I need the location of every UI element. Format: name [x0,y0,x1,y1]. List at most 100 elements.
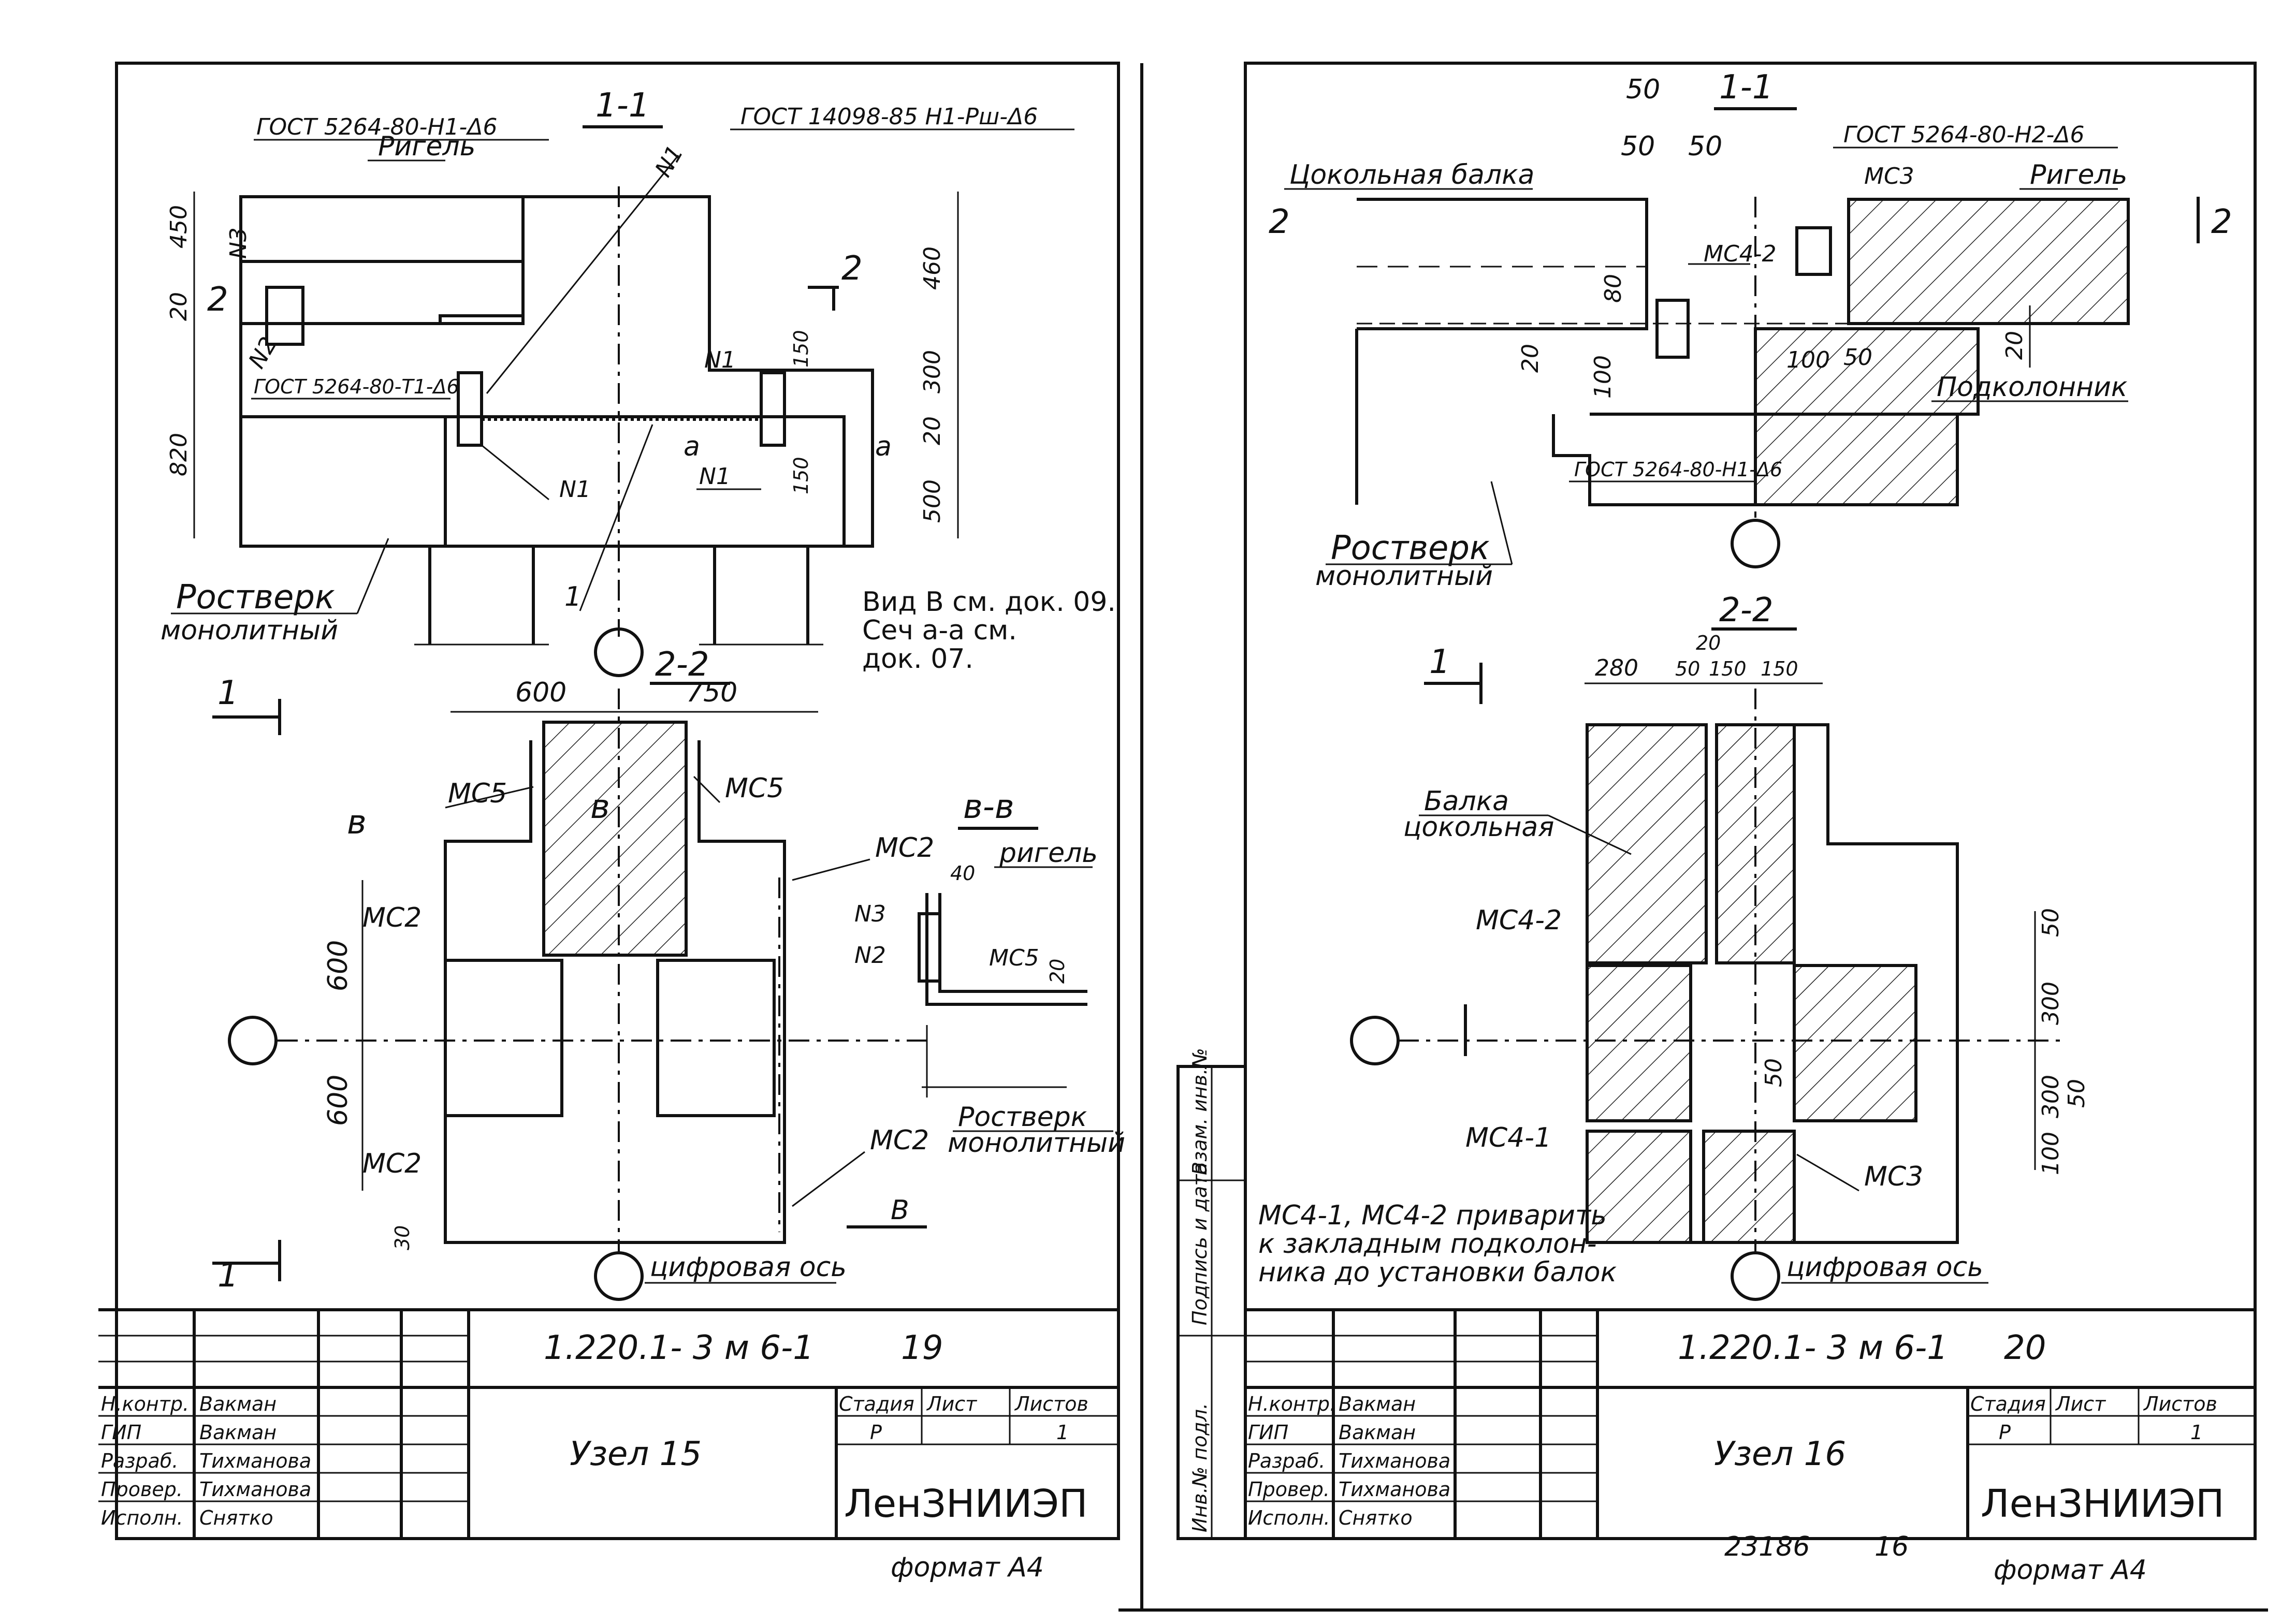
rostverk-label-vv: Ростверк [958,1102,1087,1133]
role-razrab-left: Разраб. [101,1450,178,1472]
node-title-15: Узел 15 [570,1435,702,1473]
dim-20-r-right: 20 [2001,331,2028,360]
dimensions-section-left: 450 20 820 460 300 20 500 150 150 [166,192,959,538]
note-r-line-1: МС4-1, МС4-2 приварить [1258,1200,1607,1231]
inventory-number: 23186 [1724,1531,1810,1562]
note-line-3: док. 07. [862,643,973,675]
name-3-left: Тихманова [199,1450,311,1472]
ms2-label-right-top: МС2 [875,832,934,864]
dim-500: 500 [919,479,946,523]
section-1-mark-r-top: 1 [1429,643,1450,681]
dim-50-plan: 50 [1675,657,1700,680]
dim-20-r: 20 [1517,344,1544,373]
dim-460: 460 [919,246,946,290]
axis-marker-left [228,1016,278,1065]
dim-150-top: 150 [790,330,812,368]
ms3-label-top: МС3 [1864,163,1914,189]
dim-150-plan-a: 150 [1709,657,1747,680]
dim-50-mid: 50 [1843,344,1872,371]
dimensions-section-right: 80 20 100 100 50 20 [1517,274,2031,399]
axis-marker-bottom [594,1251,644,1301]
ms2-label-top: МС2 [362,902,422,933]
dim-100-right: 100 [2038,1132,2064,1175]
node-title-16: Узел 16 [1714,1435,1846,1473]
name-2-left: Вакман [199,1421,277,1444]
dim-50-right-top: 50 [2038,908,2064,937]
ms2-label-bottom: МС2 [362,1148,422,1179]
rostverk-block [239,415,846,548]
sheets-value-right: 1 [2190,1421,2203,1444]
ms4-1-label-plan: МС4-1 [1465,1122,1551,1153]
dim-100-mid: 100 [1786,347,1830,373]
role-prover-right: Провер. [1248,1478,1330,1501]
col-sheet-right: Лист [2055,1393,2106,1415]
section-2-mark-r-left: 2 [1269,203,1290,241]
gost-label-mid-left: ГОСТ 5264-80-Т1-Δ6 [254,375,459,398]
name-3-right: Тихманова [1339,1450,1450,1472]
dim-20-vv: 20 [1046,959,1069,984]
dim-50-top: 50 [1626,74,1660,105]
section-v-v: в-в ригель 40 N3 N2 МС5 20 Ростверк моно… [854,788,1125,1159]
side-stamp-signature: Подпись и дата [1188,1162,1211,1325]
rostverk-label-right: Ростверк [1331,529,1490,567]
pile-cap-right [656,959,776,1117]
balka-hatched-right [1715,723,1796,964]
sheet-number-20: 20 [2004,1329,2046,1367]
section-2-2-label-right: 2-2 [1719,591,1774,630]
format-label-right: формат А4 [1994,1555,2147,1586]
pile-cap-left [444,959,563,1117]
title-block-left: 1.220.1- 3 м 6-1 19 Узел 15 Н.контр. ГИП… [98,1308,1118,1583]
name-1-left: Вакман [199,1393,277,1415]
gost-label-top-left: ГОСТ 5264-80-Н1-Δ6 [256,114,498,140]
note-line-2: Сеч а-а см. [862,615,1017,646]
dim-150-bottom: 150 [790,457,812,494]
tsokolnaya-label: цокольная [1403,812,1554,843]
sheet-left-node-15: 1-1 ГОСТ 5264-80-Н1-Δ6 ГОСТ 14098-85 Н1-… [98,62,1143,1610]
section-a-label-right: а [875,431,892,462]
side-stamp-inv: Инв.№ подл. [1188,1403,1211,1532]
dim-820: 820 [166,433,192,476]
side-stamp-replace: Взам. инв.№ [1188,1048,1211,1175]
section-1-1-label-right: 1-1 [1719,68,1774,107]
role-n-kontr-left: Н.контр. [101,1393,189,1415]
section-1-mark-top: 1 [217,674,239,712]
name-4-right: Тихманова [1339,1478,1450,1501]
doc-code-right: 1.220.1- 3 м 6-1 [1678,1329,1948,1367]
role-n-kontr-right: Н.контр. [1248,1393,1336,1415]
rigel-lower-label: ригель [999,838,1098,869]
n2-label: N2 [243,332,282,373]
dim-150-plan-b: 150 [1761,657,1798,680]
dim-20-right: 20 [919,416,946,445]
ms3-label-plan: МС3 [1864,1161,1923,1192]
sheet-right-node-16: Инв.№ подл. Подпись и дата Взам. инв.№ 1… [1118,62,2268,1612]
rigel-label-right: Ригель [2030,159,2127,191]
sheet-left-frame [115,62,1120,1540]
dim-100-left: 100 [1590,355,1616,399]
dim-600-left-lower: 600 [323,1075,354,1126]
gost-label-bottom-r: ГОСТ 5264-80-Н1-Δ6 [1574,458,1782,481]
axis-marker-r-top [1731,519,1780,568]
ms5-label-vv: МС5 [989,945,1039,971]
name-5-left: Снятко [199,1506,273,1529]
monolitny-label-right: монолитный [1315,561,1493,592]
stage-value-left: Р [870,1421,882,1444]
role-gip-left: ГИП [101,1421,141,1444]
role-razrab-right: Разраб. [1248,1450,1325,1472]
balka-label: Балка [1424,786,1509,817]
n1-label-top: N1 [650,141,689,181]
col-stage-right: Стадия [1970,1393,2046,1415]
monolitny-label: монолитный [161,615,338,646]
digital-axis-label-right: цифровая ось [1786,1252,1983,1283]
sheet-number-19: 19 [901,1329,943,1367]
axis-marker-r-bottom [1731,1251,1780,1301]
column-outline [409,195,874,548]
axis-marker-top [594,627,644,677]
sheets-value-left: 1 [1056,1421,1069,1444]
section-a-label-left: а [684,431,700,462]
role-prover-left: Провер. [101,1478,183,1501]
dim-20: 20 [166,292,192,321]
balka-hatched-left [1586,723,1708,964]
dim-50-mid-left: 50 [1621,131,1655,162]
section-2-mark-left: 2 [207,281,228,319]
